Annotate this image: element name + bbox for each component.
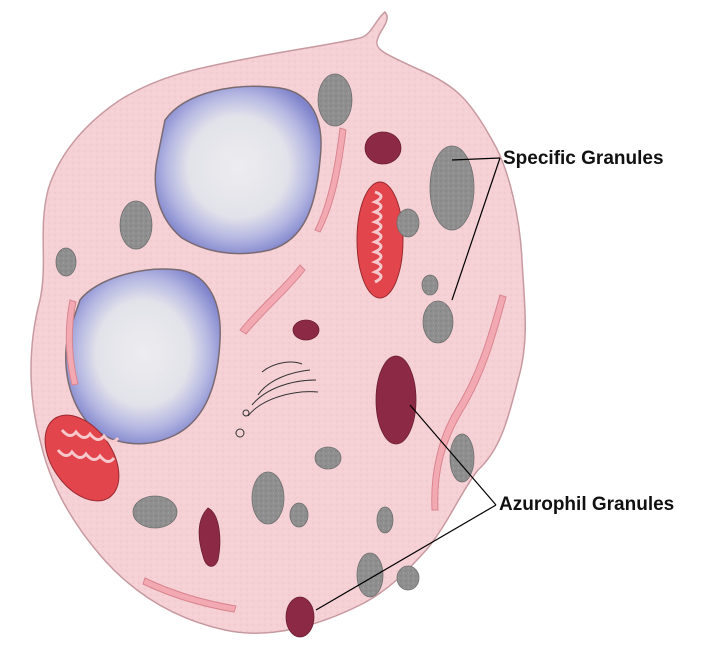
mitochondrion-upper bbox=[357, 182, 403, 298]
label-specific-granules: Specific Granules bbox=[503, 148, 664, 169]
specific-granule bbox=[133, 496, 177, 528]
specific-granule bbox=[357, 553, 383, 597]
specific-granule bbox=[423, 301, 453, 343]
azurophil-granule bbox=[376, 356, 416, 444]
specific-granule bbox=[290, 503, 308, 527]
azurophil-granule bbox=[365, 132, 401, 164]
specific-granule bbox=[318, 74, 352, 126]
specific-granule bbox=[252, 472, 284, 524]
specific-granule bbox=[422, 275, 438, 295]
specific-granule bbox=[397, 209, 419, 237]
label-azurophil-granules: Azurophil Granules bbox=[499, 494, 674, 515]
specific-granule bbox=[120, 201, 152, 249]
azurophil-granule bbox=[293, 320, 319, 340]
azurophil-granule bbox=[286, 597, 314, 637]
specific-granule bbox=[315, 447, 341, 469]
specific-granule bbox=[430, 146, 474, 230]
specific-granule bbox=[377, 507, 393, 533]
nucleus-lobe-lower bbox=[66, 269, 220, 444]
specific-granule bbox=[56, 248, 76, 276]
nucleus-lobe-upper bbox=[155, 86, 321, 253]
specific-granule bbox=[397, 566, 419, 590]
